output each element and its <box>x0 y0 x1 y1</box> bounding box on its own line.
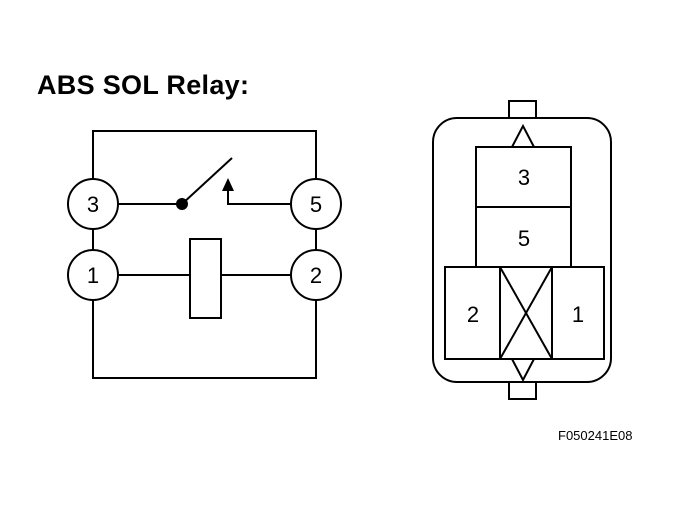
terminal-label-2: 2 <box>310 263 322 288</box>
terminal-label-5: 5 <box>310 192 322 217</box>
connector-label-2: 2 <box>467 302 479 327</box>
connector-label-1: 1 <box>572 302 584 327</box>
terminal-circle-1 <box>67 249 119 301</box>
figure-code: F050241E08 <box>558 428 633 443</box>
switch-contact-arrow <box>222 178 234 191</box>
switch-pivot-dot <box>176 198 188 210</box>
key-arrow-top <box>511 123 535 148</box>
center-cross-b <box>499 266 553 360</box>
wire-top <box>92 130 317 178</box>
connector-label-3: 3 <box>518 165 530 190</box>
terminal-circle-3 <box>67 178 119 230</box>
terminal-circle-2 <box>290 249 342 301</box>
coil <box>189 238 222 319</box>
connector-cell-1 <box>551 266 605 360</box>
diagram-title: ABS SOL Relay: <box>37 70 250 100</box>
connector-tab-top <box>508 100 537 120</box>
terminal-circle-5 <box>290 178 342 230</box>
connector-tab-bottom <box>508 380 537 400</box>
terminal-label-3: 3 <box>87 192 99 217</box>
wire-switch-right <box>227 190 291 205</box>
key-arrow-bottom <box>511 358 535 383</box>
wire-bottom <box>92 297 317 379</box>
connector-label-5: 5 <box>518 226 530 251</box>
connector-view <box>432 100 612 400</box>
terminal-label-1: 1 <box>87 263 99 288</box>
connector-housing <box>432 117 612 383</box>
switch-blade <box>181 157 233 205</box>
